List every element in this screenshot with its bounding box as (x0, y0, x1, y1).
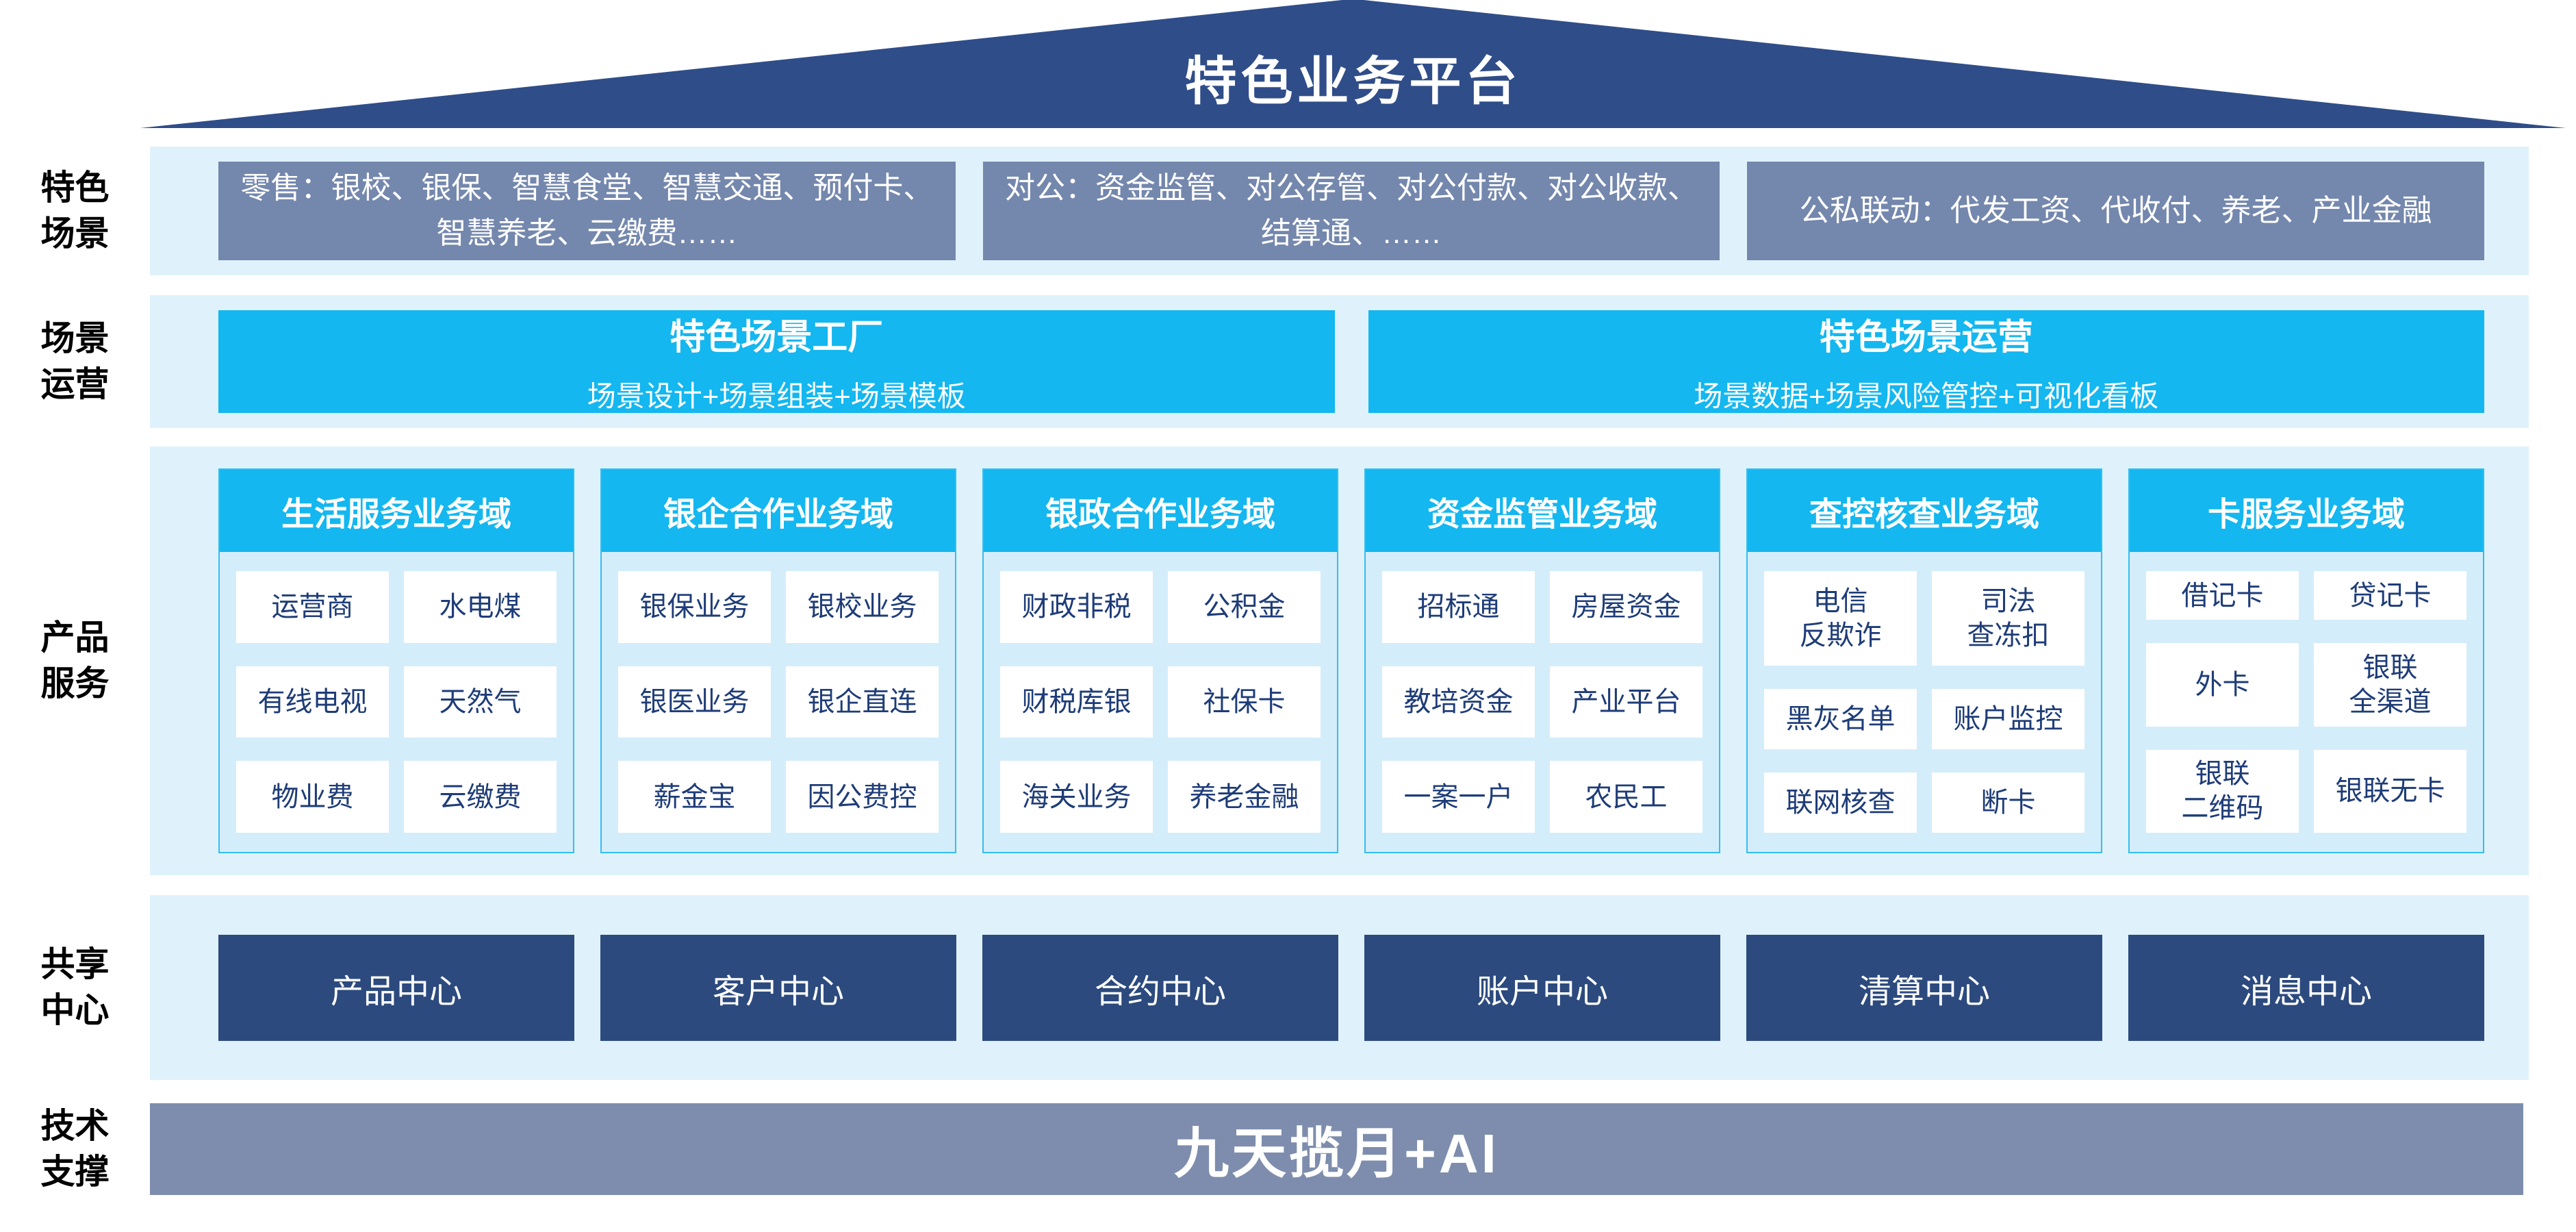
domain-header: 卡服务业务域 (2130, 470, 2483, 552)
tech-support-bar: 九天揽月+AI (150, 1103, 2523, 1195)
domain-header: 银企合作业务域 (602, 470, 955, 552)
ops-box-scene-factory: 特色场景工厂 场景设计+场景组装+场景模板 (218, 310, 1335, 413)
center-box-account: 账户中心 (1364, 935, 1720, 1041)
domain-item: 天然气 (404, 666, 557, 738)
domain-item: 司法 查冻扣 (1932, 571, 2084, 666)
domain-item: 产业平台 (1550, 666, 1703, 738)
domain-item: 公积金 (1168, 571, 1321, 643)
domain-item: 农民工 (1550, 761, 1703, 833)
domain-item: 财政非税 (1000, 571, 1153, 643)
platform-title: 特色业务平台 (1184, 53, 1522, 111)
domain-item: 借记卡 (2146, 571, 2299, 620)
ops-box-subtitle: 场景设计+场景组装+场景模板 (587, 380, 966, 412)
domain-body: 银保业务 银校业务 银医业务 银企直连 薪金宝 因公费控 (602, 552, 955, 852)
domain-item: 一案一户 (1382, 761, 1535, 833)
domain-item: 云缴费 (404, 761, 557, 833)
center-box-customer: 客户中心 (600, 935, 956, 1041)
domain-item: 财税库银 (1000, 666, 1153, 738)
center-box-contract: 合约中心 (982, 935, 1338, 1041)
domain-item: 电信 反欺诈 (1764, 571, 1917, 666)
band-featured-scenes: 零售：银校、银保、智慧食堂、智慧交通、预付卡、智慧养老、云缴费…… 对公：资金监… (150, 147, 2529, 275)
row-shared-centers: 共享 中心 产品中心 客户中心 合约中心 账户中心 清算中心 消息中心 (0, 895, 2576, 1080)
domain-body: 电信 反欺诈 司法 查冻扣 黑灰名单 账户监控 联网核查 断卡 (1748, 552, 2101, 852)
domain-item: 银联 全渠道 (2314, 643, 2466, 727)
ops-box-scene-operation: 特色场景运营 场景数据+场景风险管控+可视化看板 (1368, 310, 2484, 413)
domain-header: 资金监管业务域 (1366, 470, 1719, 552)
row-featured-scenes: 特色 场景 零售：银校、银保、智慧食堂、智慧交通、预付卡、智慧养老、云缴费…… … (0, 147, 2576, 275)
domain-inquiry-control: 查控核查业务域 电信 反欺诈 司法 查冻扣 黑灰名单 账户监控 联网核查 断卡 (1746, 468, 2102, 853)
domain-item: 招标通 (1382, 571, 1535, 643)
domain-item: 社保卡 (1168, 666, 1321, 738)
domain-item: 物业费 (236, 761, 389, 833)
domain-body: 财政非税 公积金 财税库银 社保卡 海关业务 养老金融 (984, 552, 1337, 852)
row-label-scene-operations: 场景 运营 (40, 318, 110, 404)
row-label-shared-centers: 共享 中心 (40, 944, 110, 1030)
band-tech-support: 九天揽月+AI (150, 1103, 2523, 1195)
row-product-services: 产品 服务 生活服务业务域 运营商 水电煤 有线电视 天然气 物业费 云缴费 银… (0, 447, 2576, 875)
domain-fund-supervision: 资金监管业务域 招标通 房屋资金 教培资金 产业平台 一案一户 农民工 (1364, 468, 1720, 853)
domain-header: 查控核查业务域 (1748, 470, 2101, 552)
scene-box-corporate: 对公：资金监管、对公存管、对公付款、对公收款、结算通、…… (982, 162, 1720, 260)
center-box-message: 消息中心 (2128, 935, 2484, 1041)
domain-item: 海关业务 (1000, 761, 1153, 833)
row-scene-operations: 场景 运营 特色场景工厂 场景设计+场景组装+场景模板 特色场景运营 场景数据+… (0, 295, 2576, 428)
band-shared-centers: 产品中心 客户中心 合约中心 账户中心 清算中心 消息中心 (150, 895, 2529, 1080)
domain-item: 联网核查 (1764, 772, 1917, 833)
domain-item: 银医业务 (618, 666, 771, 738)
domain-header: 银政合作业务域 (984, 470, 1337, 552)
domain-bank-enterprise: 银企合作业务域 银保业务 银校业务 银医业务 银企直连 薪金宝 因公费控 (600, 468, 956, 853)
domain-item: 银保业务 (618, 571, 771, 643)
center-box-product: 产品中心 (218, 935, 574, 1041)
ops-box-title: 特色场景运营 (1819, 318, 2033, 357)
domain-header: 生活服务业务域 (220, 470, 573, 552)
domain-card-services: 卡服务业务域 借记卡 贷记卡 外卡 银联 全渠道 银联 二维码 银联无卡 (2128, 468, 2484, 853)
domain-item: 银联无卡 (2314, 749, 2466, 833)
row-label-featured-scenes: 特色 场景 (40, 168, 110, 253)
domain-item: 薪金宝 (618, 761, 771, 833)
domain-item: 外卡 (2146, 643, 2299, 727)
domain-item: 有线电视 (236, 666, 389, 738)
band-scene-operations: 特色场景工厂 场景设计+场景组装+场景模板 特色场景运营 场景数据+场景风险管控… (150, 295, 2529, 428)
domain-item: 账户监控 (1932, 689, 2084, 749)
domain-item: 银企直连 (786, 666, 939, 738)
domain-body: 借记卡 贷记卡 外卡 银联 全渠道 银联 二维码 银联无卡 (2130, 552, 2483, 852)
domain-body: 招标通 房屋资金 教培资金 产业平台 一案一户 农民工 (1366, 552, 1719, 852)
domain-item: 养老金融 (1168, 761, 1321, 833)
platform-roof: 特色业务平台 (140, 0, 2566, 128)
ops-box-title: 特色场景工厂 (669, 318, 884, 357)
scene-box-retail: 零售：银校、银保、智慧食堂、智慧交通、预付卡、智慧养老、云缴费…… (218, 162, 956, 260)
domain-item: 银联 二维码 (2146, 749, 2299, 833)
domain-life-services: 生活服务业务域 运营商 水电煤 有线电视 天然气 物业费 云缴费 (218, 468, 574, 853)
domain-item: 房屋资金 (1550, 571, 1703, 643)
row-label-tech-support: 技术 支撑 (40, 1106, 110, 1192)
domain-item: 断卡 (1932, 772, 2084, 833)
band-product-services: 生活服务业务域 运营商 水电煤 有线电视 天然气 物业费 云缴费 银企合作业务域… (150, 447, 2529, 875)
row-tech-support: 技术 支撑 九天揽月+AI (0, 1103, 2576, 1195)
domain-item: 银校业务 (786, 571, 939, 643)
domain-item: 黑灰名单 (1764, 689, 1917, 749)
domain-bank-government: 银政合作业务域 财政非税 公积金 财税库银 社保卡 海关业务 养老金融 (982, 468, 1338, 853)
domain-item: 水电煤 (404, 571, 557, 643)
domain-body: 运营商 水电煤 有线电视 天然气 物业费 云缴费 (220, 552, 573, 852)
row-label-product-services: 产品 服务 (40, 618, 110, 703)
center-box-clearing: 清算中心 (1746, 935, 2102, 1041)
scene-box-public-private: 公私联动：代发工资、代收付、养老、产业金融 (1747, 162, 2485, 260)
domain-item: 因公费控 (786, 761, 939, 833)
domain-item: 运营商 (236, 571, 389, 643)
domain-item: 贷记卡 (2314, 571, 2466, 620)
domain-item: 教培资金 (1382, 666, 1535, 738)
ops-box-subtitle: 场景数据+场景风险管控+可视化看板 (1694, 380, 2159, 412)
